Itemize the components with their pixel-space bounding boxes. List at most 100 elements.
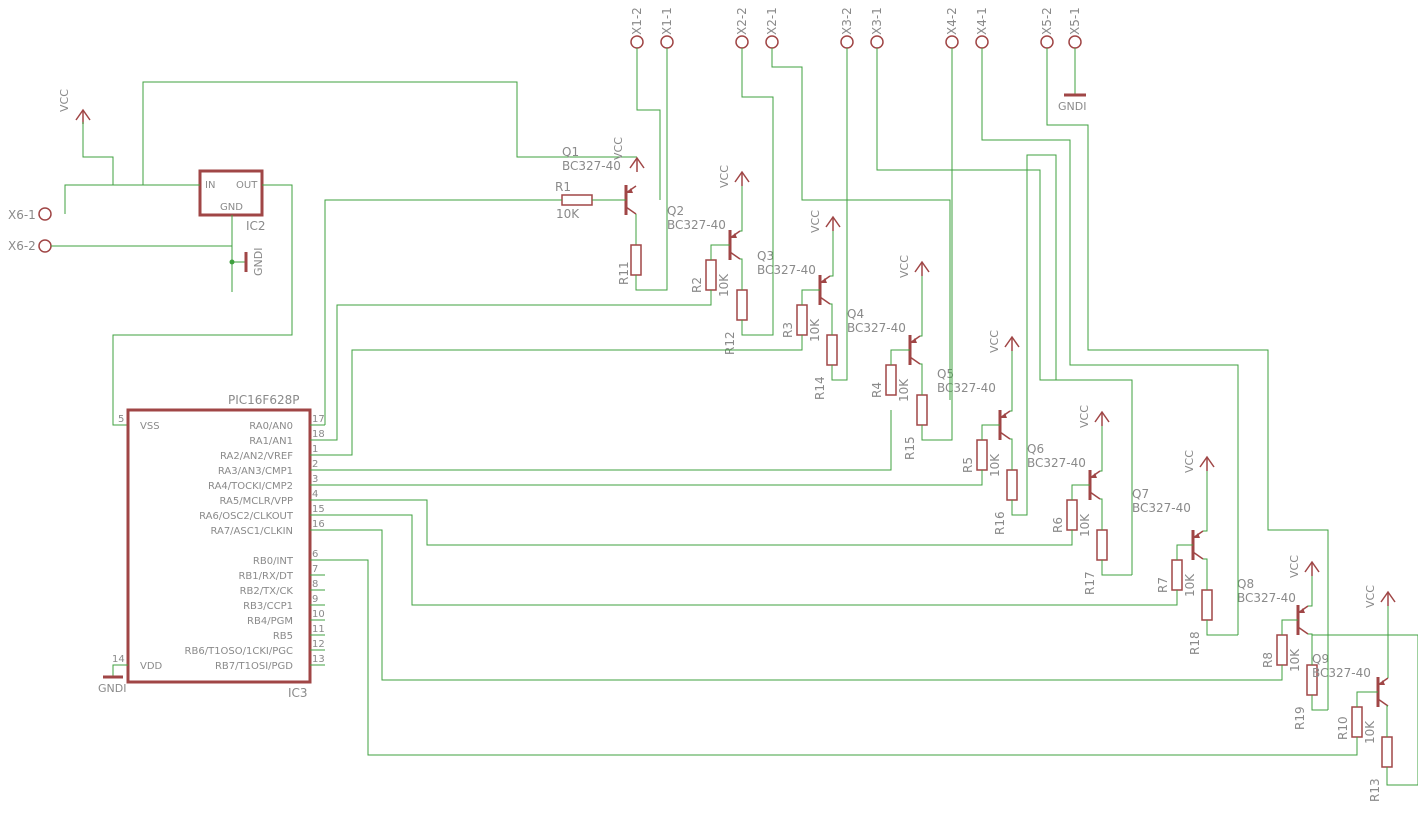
ic3-pin-label: RA3/AN3/CMP1 [218,466,293,477]
ic3-pin-no: 8 [312,579,318,590]
q7-return-wire [1101,560,1132,576]
q1-emitter-feed-wire [142,81,637,185]
ra4-wire [325,470,983,486]
q8-value: BC327-40 [1237,591,1296,605]
q1-name: Q1 [562,145,579,159]
q5-value: BC327-40 [937,381,996,395]
collector-wire [830,303,833,335]
q1-arrow-icon [627,188,633,193]
load-resistor-name: R17 [1083,571,1097,595]
emitter-wire [740,186,743,232]
q9-collector [1377,698,1389,707]
base-resistor-value: 10K [988,453,1002,477]
x5-1-gnd-label: GNDI [1058,100,1086,113]
q10-return-wire [1312,634,1418,786]
ic3-pin-no: 1 [312,444,318,455]
connector-label: X2-1 [765,7,779,35]
q2-value: BC327-40 [667,218,726,232]
vcc-label: VCC [988,330,1001,353]
x5-2-pad-icon [1040,35,1054,49]
connector-label: X3-1 [870,7,884,35]
base-wire [1356,691,1378,707]
ic3-pin-label: RA7/ASC1/CLKIN [210,526,293,537]
ra6-wire [325,514,1178,606]
ic3-pin-no: 3 [312,474,318,485]
base-resistor-body [1351,706,1363,738]
x2-2-pad-icon [735,35,749,49]
base-resistor-name: R7 [1156,577,1170,593]
r1-name: R1 [555,180,571,194]
x3-2-pad-icon [840,35,854,49]
x4-2-pad-icon [945,35,959,49]
collector-wire [740,258,743,290]
ic3-pin-no: 16 [312,519,325,530]
base-wire [1071,484,1090,500]
q2-arrow-icon [731,233,737,238]
base-resistor-value: 10K [1288,648,1302,672]
load-resistor-name: R12 [723,331,737,355]
ic3-pin-label: RB0/INT [253,556,294,567]
q7-arrow-icon [1194,533,1200,538]
base-resistor-name: R5 [961,457,975,473]
ic3-pin-no: 6 [312,549,318,560]
base-resistor-value: 10K [1183,573,1197,597]
ic2-name: IC2 [246,219,266,233]
x4-1-pad-icon [975,35,989,49]
x5-2-wire [1046,48,1329,710]
base-resistor-name: R4 [870,382,884,398]
x2-2-wire [741,48,774,336]
load-resistor-name: R18 [1188,631,1202,655]
ic3-vdd-label: VDD [140,661,163,672]
ic3-vss-no: 5 [118,414,124,425]
vcc-label: VCC [1183,450,1196,473]
q3-value: BC327-40 [757,263,816,277]
emitter-wire [1308,576,1313,607]
base-resistor-value: 10K [1078,513,1092,537]
base-wire [801,289,820,305]
r11-name: R11 [617,261,631,285]
load-resistor-body [916,394,928,426]
ic3-pin-label: RA1/AN1 [249,436,293,447]
x1-2-pad-icon [630,35,644,49]
x6-2-label: X6-2 [8,239,36,253]
x2-1-pad-icon [765,35,779,49]
load-resistor-name: R13 [1368,778,1382,802]
load-resistor-body [1096,529,1108,561]
q9-return-wire [1311,695,1328,711]
ic3-pin-label: RB1/RX/DT [238,571,293,582]
x1-2-wire [636,48,661,200]
q7-collector [1192,551,1204,560]
base-wire [890,349,910,365]
ic2-gnd-label: GND [220,202,243,213]
base-wire [981,424,1000,440]
ra2-wire [325,335,803,456]
q5-collector [999,431,1011,440]
rb0-wire [325,559,1358,756]
base-resistor-value: 10K [808,318,822,342]
base-wire [1176,544,1193,560]
ic3-pin-label: RA2/AN2/VREF [220,451,293,462]
vcc-label: VCC [809,210,822,233]
q4-collector [909,356,921,365]
q3-collector [819,296,831,305]
collector-wire [1010,438,1013,470]
x6-1-pad-icon [38,207,52,221]
emitter-wire [1010,351,1013,412]
load-resistor-body [1201,589,1213,621]
load-resistor-body [1381,736,1393,768]
x4-2-wire [921,48,953,441]
q2-collector [729,251,741,260]
ic3-pin-label: RA6/OSC2/CLKOUT [199,511,294,522]
vdd-wire [112,664,128,677]
x1-1-pad-icon [660,35,674,49]
ic3-vdd-no: 14 [112,654,125,665]
collector-wire [1386,705,1388,737]
ic3-pin-no: 4 [312,489,318,500]
connector-label: X2-2 [735,7,749,35]
base-wire [710,244,730,260]
ic3-pin-no: 17 [312,414,325,425]
emitter-wire [1100,426,1103,472]
collector-wire [1308,633,1313,665]
ic3-pin-label: RA0/AN0 [249,421,293,432]
base-resistor-name: R2 [690,277,704,293]
